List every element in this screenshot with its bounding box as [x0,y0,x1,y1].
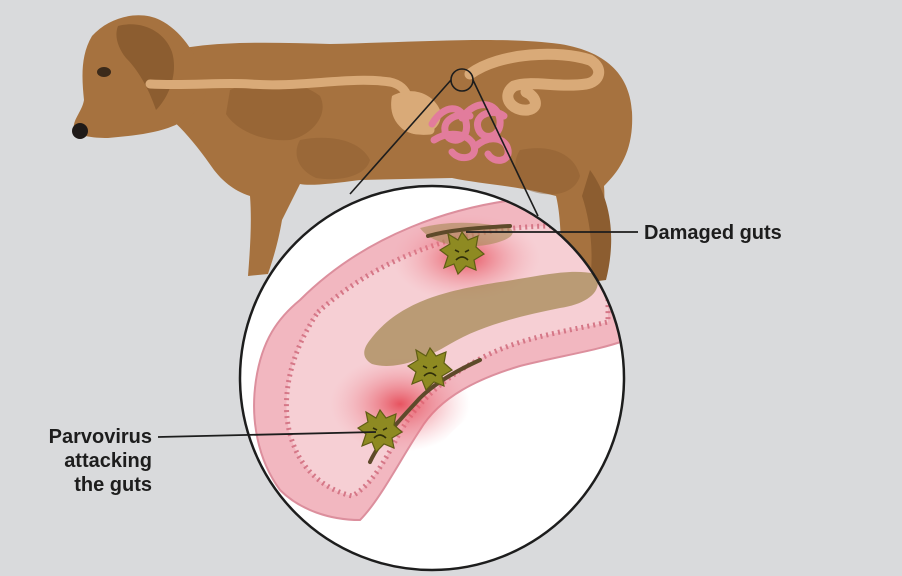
label-parvovirus-line2: attacking [24,449,152,473]
label-parvovirus-line3: the guts [24,473,152,497]
dog-nose [72,123,88,139]
dog-eye [97,67,111,77]
label-damaged-guts: Damaged guts [644,221,782,245]
label-parvovirus: Parvovirus attacking the guts [24,425,152,497]
label-parvovirus-line1: Parvovirus [24,425,152,449]
